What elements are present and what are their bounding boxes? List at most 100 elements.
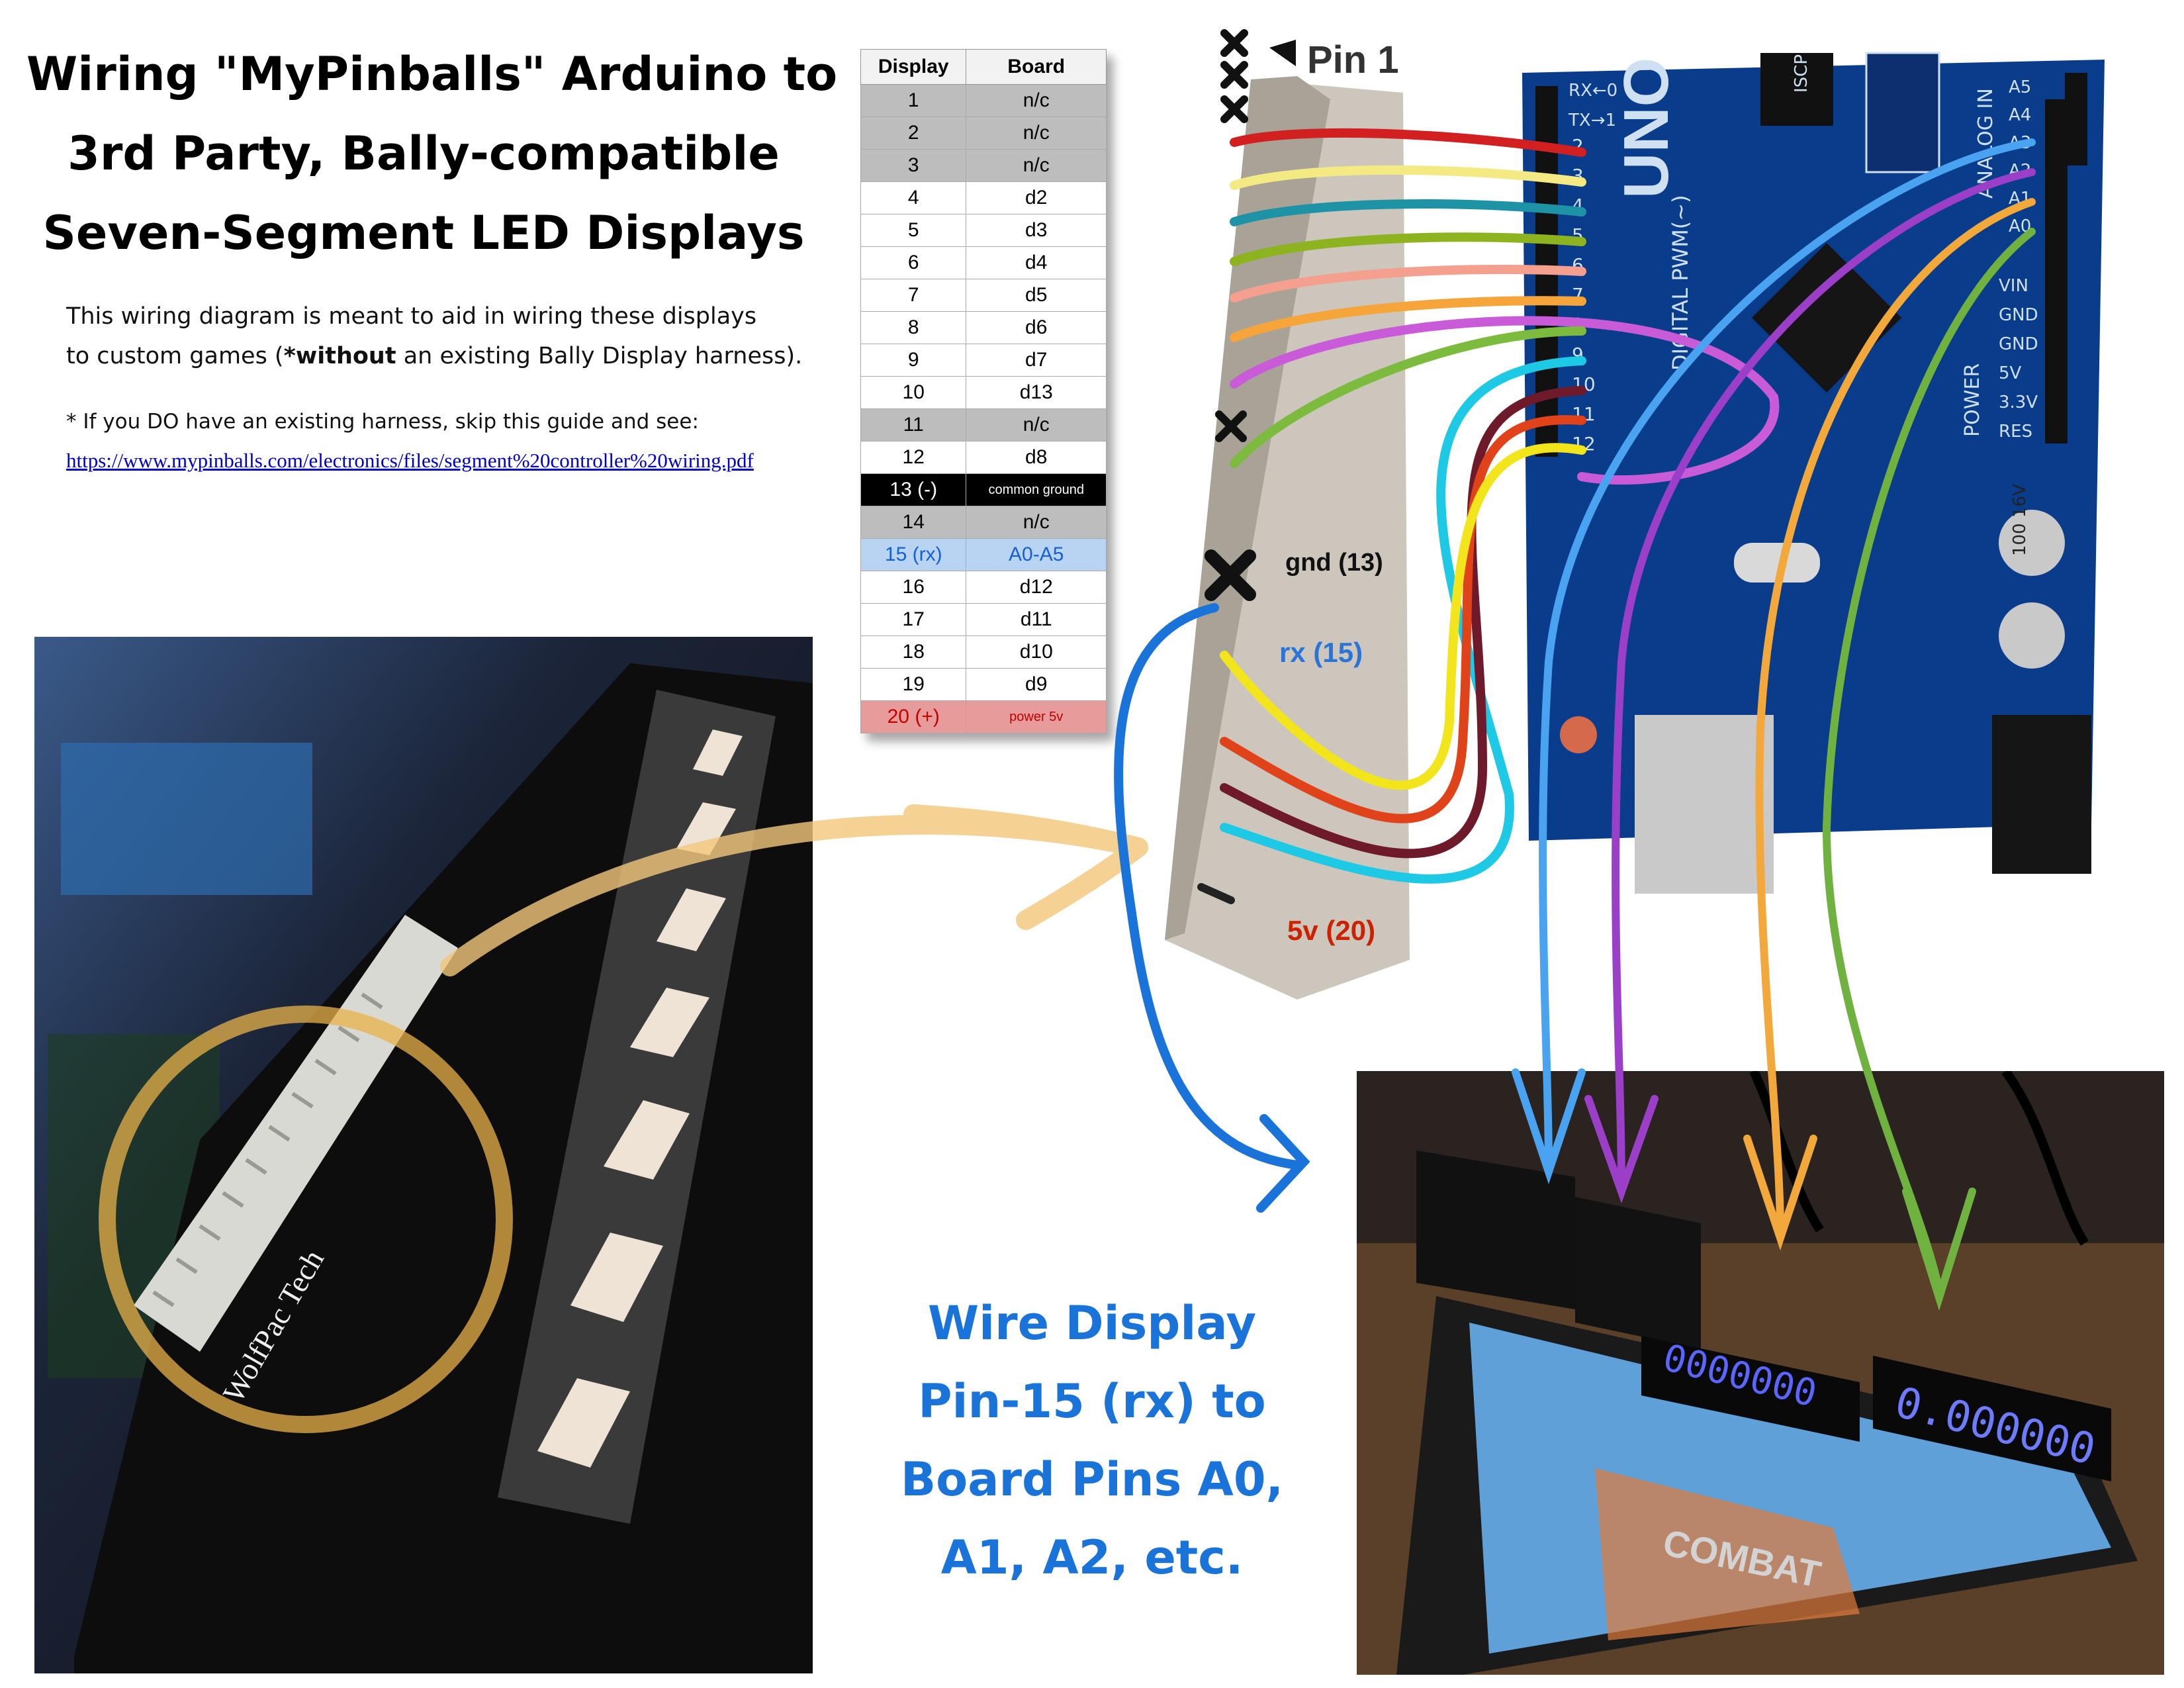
table-header-row: Display Board <box>860 49 1107 85</box>
display-pin-cell: 6 <box>860 246 967 279</box>
analog-wire <box>1539 138 2036 1169</box>
power-pin-label: 5V <box>1999 363 2022 383</box>
board-pin-cell: d9 <box>966 668 1107 701</box>
board-pin-cell: n/c <box>966 408 1107 442</box>
rx-instruction-line-4: A1, A2, etc. <box>940 1530 1244 1585</box>
page-title: Wiring "MyPinballs" Arduino to 3rd Party… <box>26 34 838 273</box>
digital-wire <box>1230 232 1586 266</box>
reset-button <box>1560 716 1597 753</box>
display-pin-cell: 18 <box>860 635 967 669</box>
display-photo-art: WolfPac Tech <box>34 637 813 1673</box>
display-pin-cell: 19 <box>860 668 967 701</box>
capacitor-1 <box>1999 510 2065 576</box>
board-pin-cell: n/c <box>966 84 1107 117</box>
description-text-a: to custom games ( <box>66 343 284 369</box>
tx-pin-label: TX→1 <box>1568 111 1616 130</box>
header-board: Board <box>966 49 1107 85</box>
power-header-label: POWER <box>1961 363 1984 437</box>
digital-wire <box>1230 326 1586 468</box>
analog-pin-label: A5 <box>2009 77 2031 97</box>
table-row: 15 (rx)A0-A5 <box>860 538 1107 571</box>
iscp-label: ISCP <box>1792 54 1811 93</box>
board-pin-cell: d5 <box>966 279 1107 312</box>
harness-note: * If you DO have an existing harness, sk… <box>66 410 699 434</box>
board-pin-cell: d7 <box>966 344 1107 377</box>
rx-arrow-icon <box>1114 603 1310 1213</box>
uno-brand: UNO <box>1611 58 1682 199</box>
digital-wire <box>1220 386 1586 859</box>
rx-label: rx (15) <box>1279 637 1363 668</box>
analog-wire <box>1755 198 2036 1235</box>
board-pin-cell: d10 <box>966 635 1107 669</box>
analog-arrowheads <box>1512 1068 1976 1311</box>
display-photo: WolfPac Tech <box>34 637 813 1673</box>
description-line-1: This wiring diagram is meant to aid in w… <box>66 303 757 330</box>
board-pin-cell: d2 <box>966 181 1107 214</box>
digital-wire <box>1230 296 1586 342</box>
display-pin-cell: 2 <box>860 117 967 150</box>
digital-wires <box>1220 128 1780 884</box>
display-pin-cell: 17 <box>860 603 967 636</box>
display-pin-cell: 20 (+) <box>860 700 967 733</box>
digital-wire <box>1220 443 1586 790</box>
unused-pin-x-icons <box>1205 29 1256 601</box>
board-pin-cell: power 5v <box>966 700 1107 733</box>
display-pin-cell: 8 <box>860 311 967 344</box>
board-pin-cell: d11 <box>966 603 1107 636</box>
display-pin-cell: 4 <box>860 181 967 214</box>
gnd-label: gnd (13) <box>1285 549 1383 577</box>
analog-wires <box>1539 138 2036 1295</box>
power-pin-label: VIN <box>1999 276 2028 296</box>
power-pin-label: GND <box>1999 305 2038 325</box>
digital-wire <box>1220 356 1586 884</box>
pin1-label: Pin 1 <box>1307 38 1399 81</box>
description: This wiring diagram is meant to aid in w… <box>66 297 860 376</box>
title-line-1: Wiring "MyPinballs" Arduino to <box>26 47 838 101</box>
analog-wire <box>1822 228 2036 1295</box>
display-pin-cell: 12 <box>860 441 967 474</box>
board-pin-cell: d4 <box>966 246 1107 279</box>
board-pin-cell: d12 <box>966 571 1107 604</box>
digital-wire <box>1230 316 1780 485</box>
wiring-pdf-link[interactable]: https://www.mypinballs.com/electronics/f… <box>66 449 754 472</box>
power-pin-label: 3.3V <box>1999 393 2038 412</box>
capacitor-2 <box>1999 602 2065 669</box>
display-pin-cell: 14 <box>860 506 967 539</box>
power-label: 5v (20) <box>1287 915 1375 946</box>
display-pin-cell: 10 <box>860 376 967 409</box>
power-pin-label: RES <box>1999 422 2032 442</box>
digital-wire <box>1230 264 1586 303</box>
digital-wire <box>1230 199 1586 226</box>
display-pin-cell: 15 (rx) <box>860 538 967 571</box>
display-pin-cell: 3 <box>860 149 967 182</box>
analog-pin-label: A4 <box>2009 105 2031 125</box>
rx-instruction-line-2: Pin-15 (rx) to <box>918 1374 1266 1429</box>
display-pin-cell: 16 <box>860 571 967 604</box>
pointer-arrow-icon <box>440 804 1148 976</box>
digital-wire <box>1220 415 1586 823</box>
board-pin-cell: n/c <box>966 117 1107 150</box>
description-bold: *without <box>283 343 396 369</box>
board-pin-cell: n/c <box>966 506 1107 539</box>
board-pin-cell: A0-A5 <box>966 538 1107 571</box>
analog-wire <box>1612 168 2036 1189</box>
description-line-2: to custom games (*without an existing Ba… <box>66 336 860 376</box>
display-pin-cell: 11 <box>860 408 967 442</box>
rx-pin-label: RX←0 <box>1569 81 1617 101</box>
display-pin-cell: 1 <box>860 84 967 117</box>
